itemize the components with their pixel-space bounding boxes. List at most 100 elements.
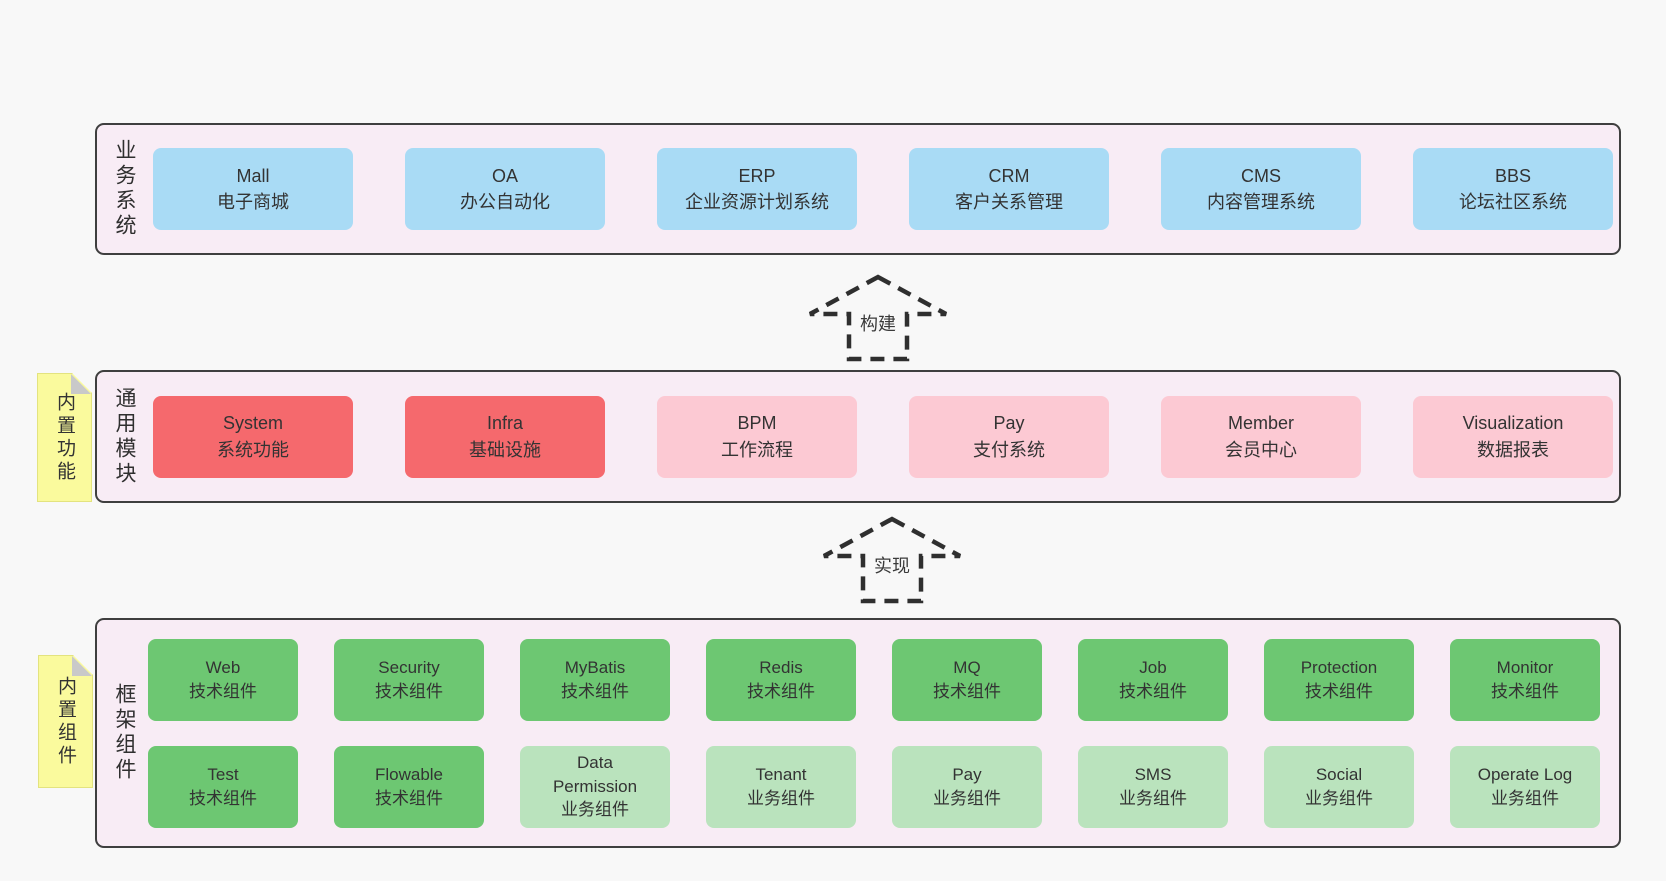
box-title: Social	[1315, 764, 1363, 784]
arrow-up-icon	[808, 274, 948, 362]
box-subtitle: 数据报表	[1477, 439, 1549, 460]
arrow-build-label: 构建	[857, 310, 899, 336]
band-framework-components: 框架组件 Web 技术组件 Security 技术组件 MyBatis 技术组件…	[95, 618, 1621, 848]
band-label-framework-components: 框架组件	[113, 683, 136, 783]
box-subtitle: 办公自动化	[460, 192, 550, 212]
box-social: Social 业务组件	[1264, 745, 1414, 828]
band-common-modules: 通用模块 System 系统功能 Infra 基础设施 BPM 工作流程 Pay…	[95, 370, 1621, 503]
box-title: Operate Log	[1477, 764, 1573, 784]
box-title: Monitor	[1496, 657, 1554, 677]
box-pay-business: Pay 业务组件	[892, 745, 1042, 828]
box-pay: Pay 支付系统	[909, 395, 1109, 478]
box-title: SMS	[1134, 764, 1172, 784]
box-sms: SMS 业务组件	[1078, 745, 1228, 828]
business-systems-boxes: Mall 电子商城 OA 办公自动化 ERP 企业资源计划系统 CRM 客户关系…	[153, 125, 1613, 253]
box-subtitle: 技术组件	[933, 681, 1001, 701]
box-mq: MQ 技术组件	[892, 638, 1042, 721]
box-subtitle: 内容管理系统	[1207, 192, 1315, 212]
box-subtitle: 基础设施	[469, 439, 541, 460]
box-title: Test	[207, 764, 239, 784]
box-title: Protection	[1300, 657, 1378, 677]
box-title: CMS	[1241, 165, 1281, 186]
box-bpm: BPM 工作流程	[657, 395, 857, 478]
box-subtitle: 技术组件	[375, 788, 443, 808]
box-subtitle: 技术组件	[375, 681, 443, 701]
box-subtitle: 技术组件	[189, 681, 257, 701]
box-mybatis: MyBatis 技术组件	[520, 638, 670, 721]
box-subtitle: 系统功能	[217, 439, 289, 460]
folded-corner-icon	[72, 656, 92, 676]
box-visualization: Visualization 数据报表	[1413, 395, 1613, 478]
box-subtitle: 业务组件	[1119, 788, 1187, 808]
box-subtitle: 业务组件	[1491, 788, 1559, 808]
box-title: Pay	[952, 764, 982, 784]
box-operate-log: Operate Log 业务组件	[1450, 745, 1600, 828]
box-title: CRM	[988, 165, 1030, 186]
band-label-common-modules: 通用模块	[113, 386, 136, 487]
box-subtitle: 业务组件	[747, 788, 815, 808]
box-infra: Infra 基础设施	[405, 395, 605, 478]
box-subtitle: 技术组件	[1491, 681, 1559, 701]
arrow-implement-label: 实现	[871, 552, 913, 578]
box-subtitle: 业务组件	[933, 788, 1001, 808]
box-data-permission: Data Permission 业务组件	[520, 745, 670, 828]
box-cms: CMS 内容管理系统	[1161, 148, 1361, 230]
box-title: BPM	[737, 413, 777, 434]
sticky-note-text: 内置组件	[55, 675, 76, 768]
box-title: BBS	[1494, 165, 1532, 186]
folded-corner-icon	[71, 374, 91, 394]
box-web: Web 技术组件	[148, 638, 298, 721]
arrow-up-icon	[822, 516, 962, 604]
box-subtitle: 业务组件	[561, 800, 629, 820]
box-title: OA	[491, 165, 518, 186]
box-title: ERP	[738, 165, 776, 186]
box-tenant: Tenant 业务组件	[706, 745, 856, 828]
box-title: Infra	[486, 413, 524, 434]
box-flowable: Flowable 技术组件	[334, 745, 484, 828]
box-title: Web	[205, 657, 241, 677]
box-bbs: BBS 论坛社区系统	[1413, 148, 1613, 230]
box-title: Security	[378, 657, 440, 677]
arrow-implement: 实现	[820, 516, 964, 604]
box-protection: Protection 技术组件	[1264, 638, 1414, 721]
box-redis: Redis 技术组件	[706, 638, 856, 721]
box-subtitle: 企业资源计划系统	[685, 192, 829, 212]
box-title: Data Permission	[552, 752, 638, 796]
box-title: MyBatis	[564, 657, 626, 677]
box-title: MQ	[953, 657, 981, 677]
box-title: Mall	[236, 165, 270, 186]
box-title: Redis	[759, 657, 803, 677]
box-title: Flowable	[374, 764, 444, 784]
box-system: System 系统功能	[153, 395, 353, 478]
box-subtitle: 技术组件	[561, 681, 629, 701]
sticky-note-built-in-components: 内置组件	[38, 655, 93, 788]
framework-components-row-2: Test 技术组件 Flowable 技术组件 Data Permission …	[148, 745, 1600, 828]
box-subtitle: 电子商城	[217, 192, 289, 212]
box-title: Member	[1227, 413, 1294, 434]
box-mall: Mall 电子商城	[153, 148, 353, 230]
band-business-systems: 业务系统 Mall 电子商城 OA 办公自动化 ERP 企业资源计划系统 CRM…	[95, 123, 1621, 255]
box-subtitle: 业务组件	[1305, 788, 1373, 808]
box-subtitle: 技术组件	[189, 788, 257, 808]
band-label-business-systems: 业务系统	[113, 139, 136, 239]
box-subtitle: 技术组件	[747, 681, 815, 701]
framework-components-row-1: Web 技术组件 Security 技术组件 MyBatis 技术组件 Redi…	[148, 638, 1600, 721]
common-modules-boxes: System 系统功能 Infra 基础设施 BPM 工作流程 Pay 支付系统…	[153, 372, 1613, 501]
box-subtitle: 技术组件	[1305, 681, 1373, 701]
box-subtitle: 会员中心	[1225, 439, 1297, 460]
box-job: Job 技术组件	[1078, 638, 1228, 721]
box-security: Security 技术组件	[334, 638, 484, 721]
box-erp: ERP 企业资源计划系统	[657, 148, 857, 230]
box-subtitle: 客户关系管理	[955, 192, 1063, 212]
box-subtitle: 支付系统	[973, 439, 1045, 460]
box-monitor: Monitor 技术组件	[1450, 638, 1600, 721]
box-oa: OA 办公自动化	[405, 148, 605, 230]
sticky-note-built-in-functions: 内置功能	[37, 373, 92, 502]
arrow-build: 构建	[806, 274, 950, 362]
box-title: Tenant	[755, 764, 807, 784]
box-title: Job	[1139, 657, 1167, 677]
box-member: Member 会员中心	[1161, 395, 1361, 478]
box-subtitle: 工作流程	[721, 439, 793, 460]
box-subtitle: 论坛社区系统	[1459, 192, 1567, 212]
box-test: Test 技术组件	[148, 745, 298, 828]
